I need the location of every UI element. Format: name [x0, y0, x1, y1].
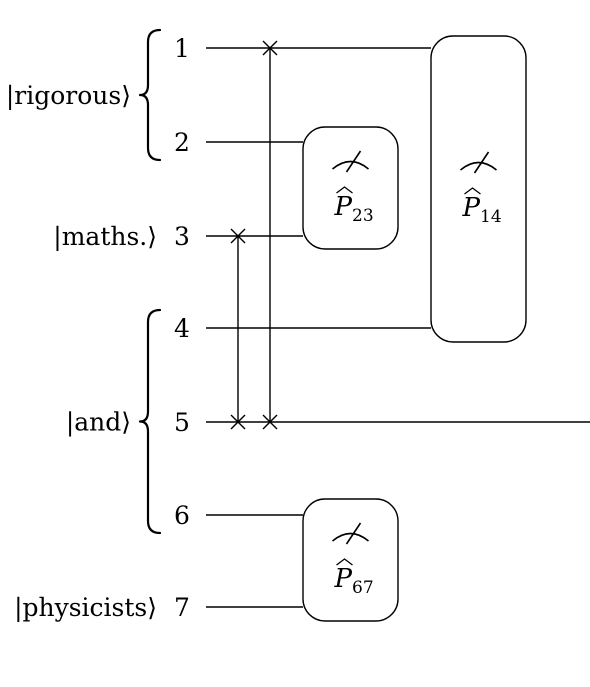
register-label-2: |maths.⟩: [53, 222, 157, 252]
measurement-box-14: P14: [430, 35, 527, 343]
qubit-number-3: 3: [174, 222, 190, 251]
qubit-number-2: 2: [174, 128, 190, 157]
register-braces: [138, 28, 162, 535]
meter-icon: [331, 522, 370, 545]
operator-name: P: [462, 193, 481, 223]
measurement-operator-67: P67: [334, 564, 374, 598]
measurement-operator-23: P23: [334, 192, 374, 226]
meter-icon: [331, 150, 370, 173]
operator-subscript: 14: [480, 207, 502, 227]
swap-cross-3-5-q5: [230, 414, 246, 430]
swap-cross-3-5-q3: [230, 228, 246, 244]
measurement-box-67: P67: [302, 498, 399, 622]
operator-subscript: 23: [352, 206, 374, 226]
swap-cross-1-5-q5: [262, 414, 278, 430]
operator-subscript: 67: [352, 578, 374, 598]
qubit-number-7: 7: [174, 593, 190, 622]
qubit-number-5: 5: [174, 408, 190, 437]
hat-accent: [464, 187, 481, 195]
operator-name: P: [334, 192, 353, 222]
register-label-1: |rigorous⟩: [6, 81, 131, 111]
labels: 1 2 3 4 5 6 7 |rigorous⟩ |maths.⟩ |and⟩ |physicist…: [6, 34, 190, 623]
qubit-number-1: 1: [174, 34, 190, 63]
register-brace-3: [138, 308, 162, 535]
qubit-number-6: 6: [174, 501, 190, 530]
measurement-box-23: P23: [302, 126, 399, 250]
swap-cross-1-5-q1: [262, 40, 278, 56]
register-brace-1: [138, 28, 162, 162]
register-label-3: |and⟩: [66, 408, 131, 438]
qubit-number-4: 4: [174, 314, 190, 343]
hat-accent: [336, 186, 353, 194]
register-label-4: |physicists⟩: [14, 593, 157, 623]
swap-lines: [230, 40, 278, 430]
operator-name: P: [334, 564, 353, 594]
meter-icon: [459, 151, 498, 174]
measurement-operator-14: P14: [462, 193, 502, 227]
hat-accent: [336, 558, 353, 566]
